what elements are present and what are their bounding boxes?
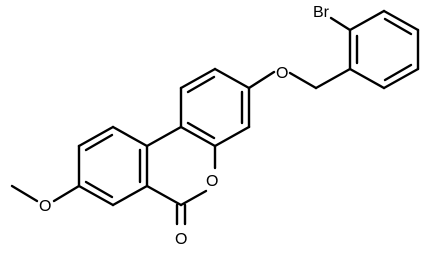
bond [179,67,217,90]
bond [382,9,420,32]
double-bond-inner [383,63,413,82]
double-bond-inner [186,75,216,94]
bond-ring-o-methoxy [52,184,81,203]
bond [111,125,149,148]
bromine-label: Br [313,4,330,21]
bond [145,184,183,207]
bond [348,67,386,90]
bond [77,125,115,148]
bond [145,125,183,148]
ring-c [77,125,149,207]
lactone-ring [145,125,217,207]
double-bond-inner [186,121,216,140]
double-bond-inner [383,17,413,36]
bond-o-methyl [10,184,39,203]
bond-c-br [329,16,352,32]
bond [179,189,208,207]
ether-oxygen-label: O [276,65,288,82]
bond [111,184,149,207]
ring-a [179,67,251,148]
bond [213,67,251,90]
bromophenyl-ring [348,9,420,90]
bond-ch2-o [288,71,318,90]
methoxy-oxygen-label: O [39,198,51,215]
carbonyl-oxygen-label: O [175,231,187,248]
bond-o-aryl [247,70,276,90]
double-bond-inner [84,133,114,152]
bond [179,125,217,148]
bond [77,184,115,207]
ring-oxygen-label: O [206,173,218,190]
bond [382,67,420,90]
bond [213,125,251,148]
bond-ring-ch2 [314,67,352,90]
double-bond-inner [84,180,114,199]
bond [348,9,386,32]
